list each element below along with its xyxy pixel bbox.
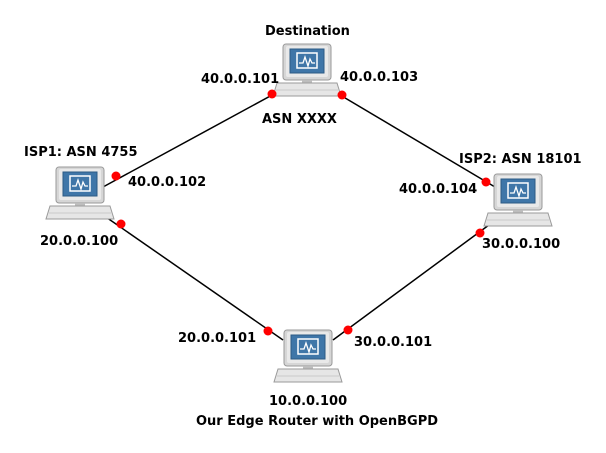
port-destination-isp2 bbox=[337, 90, 347, 100]
isp2-title: ISP2: ASN 18101 bbox=[459, 152, 582, 167]
edge-router-address: 10.0.0.100 bbox=[269, 394, 348, 409]
port-isp2-destination bbox=[481, 177, 491, 187]
isp2-computer-icon[interactable] bbox=[483, 173, 553, 227]
isp1-computer-icon[interactable] bbox=[45, 166, 115, 220]
interface-label-isp1-dest: 40.0.0.102 bbox=[128, 175, 207, 190]
link-isp1-edge bbox=[102, 214, 284, 341]
port-edge-isp2 bbox=[343, 325, 353, 335]
port-edge-isp1 bbox=[263, 326, 273, 336]
link-edge-isp2 bbox=[332, 221, 494, 341]
link-destination-isp2 bbox=[329, 88, 496, 188]
isp1-title: ISP1: ASN 4755 bbox=[24, 145, 138, 160]
interface-label-isp2-dest: 40.0.0.104 bbox=[399, 182, 478, 197]
port-destination-isp1 bbox=[267, 89, 277, 99]
isp2-address: 30.0.0.100 bbox=[482, 237, 561, 252]
interface-label-edge-isp2: 30.0.0.101 bbox=[354, 335, 433, 350]
edge-router-computer-icon[interactable] bbox=[273, 329, 343, 383]
port-isp1-edge bbox=[116, 219, 126, 229]
destination-title: Destination bbox=[265, 24, 350, 39]
interface-label-edge-isp1: 20.0.0.101 bbox=[178, 331, 257, 346]
interface-label-dest-isp1: 40.0.0.101 bbox=[201, 72, 280, 87]
destination-asn-label: ASN XXXX bbox=[262, 112, 337, 127]
isp1-address: 20.0.0.100 bbox=[40, 234, 119, 249]
edge-router-title: Our Edge Router with OpenBGPD bbox=[196, 414, 439, 429]
link-isp1-destination bbox=[102, 87, 286, 188]
interface-label-dest-isp2: 40.0.0.103 bbox=[340, 70, 419, 85]
port-isp2-edge bbox=[475, 228, 485, 238]
destination-computer-icon[interactable] bbox=[272, 43, 342, 97]
port-isp1-destination bbox=[111, 171, 121, 181]
